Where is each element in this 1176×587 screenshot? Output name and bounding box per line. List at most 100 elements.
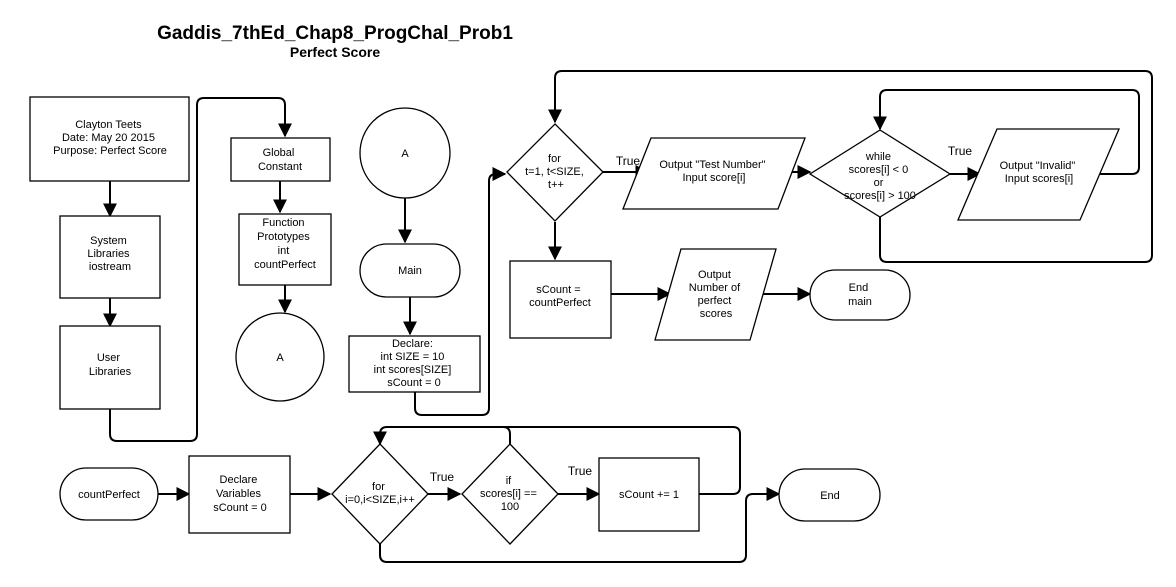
node-system-libraries: System Libraries iostream xyxy=(59,215,161,299)
node-label-line: t=1, t<SIZE, xyxy=(525,166,584,178)
node-label-line: countPerfect xyxy=(529,297,591,309)
process-box xyxy=(509,260,612,339)
node-label-line: System xyxy=(90,235,127,247)
node-label-line: sCount = 0 xyxy=(213,502,267,514)
node-label-line: Declare xyxy=(220,474,258,486)
edge-if-false-loop-to-for-i xyxy=(502,426,511,444)
node-label: sCount = countPerfect xyxy=(529,284,591,309)
node-function-prototypes: Function Prototypes int countPerfect xyxy=(238,213,332,286)
node-label-line: iostream xyxy=(89,261,131,273)
node-label-line: Date: May 20 2015 xyxy=(62,132,155,144)
node-label-line: countPerfect xyxy=(254,259,316,271)
process-box xyxy=(188,455,291,534)
connector-circle xyxy=(235,312,325,402)
node-label: User Libraries xyxy=(89,352,132,378)
diagram-subtitle: Perfect Score xyxy=(290,44,380,60)
node-label-line: 100 xyxy=(501,501,519,513)
node-label-line: scores[i] == xyxy=(480,488,537,500)
node-label-line: t++ xyxy=(548,179,564,191)
node-declare-main: Declare: int SIZE = 10 int scores[SIZE] … xyxy=(348,335,481,393)
node-increment: sCount += 1 xyxy=(598,457,700,532)
edge-label-if-true: True xyxy=(568,464,593,478)
node-label-line: while xyxy=(865,151,891,163)
node-label: while scores[i] < 0 or scores[i] > 100 xyxy=(844,151,916,202)
edge-label-for-t-true: True xyxy=(616,154,641,168)
node-label-line: for xyxy=(372,481,385,493)
node-label-line: Input scores[i] xyxy=(1005,173,1073,185)
node-label-line: Output xyxy=(698,269,731,281)
node-count-perfect: countPerfect xyxy=(59,467,159,521)
node-output-test-number: Output "Test Number" Input score[i] xyxy=(622,137,806,210)
node-label: for t=1, t<SIZE, t++ xyxy=(525,153,587,191)
node-scount-assign: sCount = countPerfect xyxy=(509,260,612,339)
node-label-line: Prototypes xyxy=(257,231,310,243)
node-label: End xyxy=(820,490,840,502)
process-box xyxy=(348,335,481,393)
process-box xyxy=(230,137,331,182)
node-label: Main xyxy=(398,265,422,277)
edge-label-while-true: True xyxy=(948,144,973,158)
node-output-invalid: Output "Invalid" Input scores[i] xyxy=(957,128,1120,221)
node-label-line: Output "Invalid" xyxy=(1000,160,1076,172)
node-label-line: Libraries xyxy=(87,248,130,260)
node-label-line: Output "Test Number" xyxy=(659,159,765,171)
node-if-check: if scores[i] == 100 xyxy=(461,443,559,545)
node-label: A xyxy=(401,148,409,160)
edge-declare-to-for-t xyxy=(414,167,507,416)
edges xyxy=(103,70,1153,563)
node-label-line: Purpose: Perfect Score xyxy=(53,145,167,157)
process-box xyxy=(598,457,700,532)
edge-while-false-loop-to-for-t xyxy=(548,70,1153,263)
terminal-shape xyxy=(809,269,911,321)
io-parallelogram xyxy=(957,128,1120,221)
node-end: End xyxy=(778,468,881,522)
decision-diamond xyxy=(506,123,604,222)
node-label-line: int SIZE = 10 xyxy=(381,351,445,363)
node-label-line: i=0,i<SIZE,i++ xyxy=(345,494,415,506)
node-label: Declare Variables sCount = 0 xyxy=(213,474,267,514)
edge-userlib-to-globalconst xyxy=(109,97,292,442)
node-connector-a-top: A xyxy=(359,107,451,199)
edge-output-invalid-loop-to-while xyxy=(873,89,1140,175)
node-label: Clayton Teets Date: May 20 2015 Purpose:… xyxy=(53,119,167,157)
terminal-shape xyxy=(778,468,881,522)
io-parallelogram xyxy=(622,137,806,210)
node-global-constant: Global Constant xyxy=(230,137,331,182)
node-label: Output Number of perfect scores xyxy=(689,269,743,320)
node-label-line: or xyxy=(874,177,884,189)
node-label-line: Clayton Teets xyxy=(75,119,142,131)
process-box xyxy=(59,215,161,299)
node-while-check: while scores[i] < 0 or scores[i] > 100 xyxy=(808,129,952,218)
node-label-line: countPerfect xyxy=(78,489,140,501)
node-label-line: scores[i] < 0 xyxy=(849,164,909,176)
node-label-line: End xyxy=(849,282,869,294)
node-label-line: A xyxy=(276,352,284,364)
decision-diamond xyxy=(808,129,952,218)
decision-diamond xyxy=(461,443,559,545)
node-label: countPerfect xyxy=(78,489,140,501)
process-box xyxy=(29,96,190,182)
node-declare-variables: Declare Variables sCount = 0 xyxy=(188,455,291,534)
terminal-shape xyxy=(359,243,461,298)
node-label-line: for xyxy=(548,153,561,165)
diagram-title: Gaddis_7thEd_Chap8_ProgChal_Prob1 xyxy=(157,23,513,44)
node-label-line: Libraries xyxy=(89,366,132,378)
node-label: A xyxy=(276,352,284,364)
node-label-line: main xyxy=(848,296,872,308)
node-label-line: End xyxy=(820,490,840,502)
connector-circle xyxy=(359,107,451,199)
process-box xyxy=(238,213,332,286)
node-main: Main xyxy=(359,243,461,298)
node-end-main: End main xyxy=(809,269,911,321)
node-label-line: Number of xyxy=(689,282,741,294)
node-label: System Libraries iostream xyxy=(87,235,132,273)
node-label: if scores[i] == 100 xyxy=(480,475,540,513)
node-label-line: sCount += 1 xyxy=(619,489,679,501)
node-connector-a-left: A xyxy=(235,312,325,402)
node-label-line: scores[i] > 100 xyxy=(844,190,916,202)
io-parallelogram xyxy=(654,248,777,341)
node-label-line: Declare: xyxy=(392,338,433,350)
node-label-line: int xyxy=(278,245,290,257)
node-label-line: if xyxy=(506,475,512,487)
